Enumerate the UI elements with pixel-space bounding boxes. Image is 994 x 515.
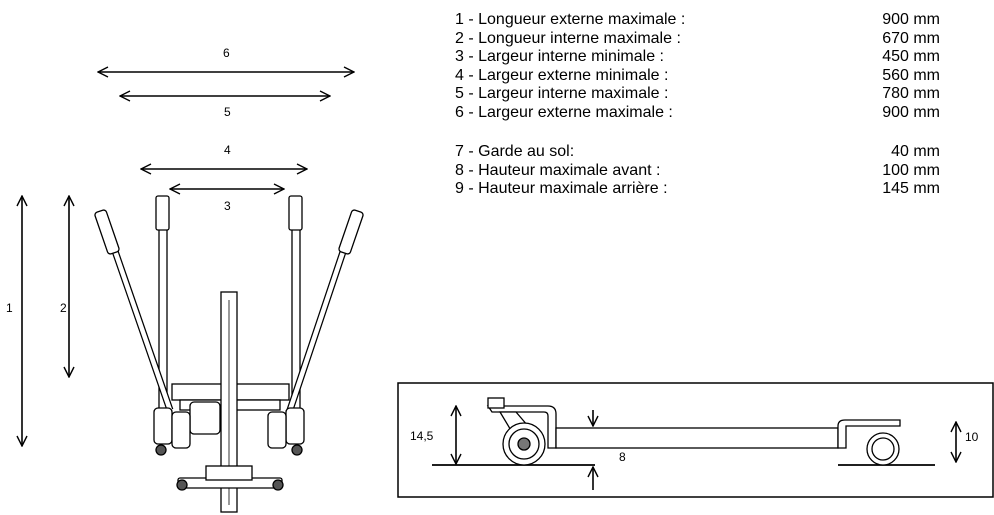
lift-top-view xyxy=(94,195,364,513)
castor-front-right-2 xyxy=(267,411,287,449)
spec-value: 900 mm xyxy=(882,103,940,121)
dim-1-label: 1 xyxy=(6,301,13,315)
inner-leg-right-tip xyxy=(288,195,303,231)
chassis-leg xyxy=(555,427,839,449)
clearance-label: 8 xyxy=(619,450,626,464)
front-height-label: 10 xyxy=(965,430,979,444)
dim-3-label: 3 xyxy=(224,199,231,213)
spec-row: 6 - Largeur externe maximale : 900 mm xyxy=(455,104,945,123)
spec-label: 7 - Garde au sol: xyxy=(455,143,575,160)
spec-label: 2 - Longueur interne maximale : xyxy=(455,29,681,47)
castor-front-right-1 xyxy=(285,407,305,445)
spec-value: 900 mm xyxy=(882,11,940,28)
rear-castor-stem xyxy=(487,397,505,409)
rear-base-plate xyxy=(205,465,253,481)
spec-row: 3 - Largeur interne minimale : 450 mm xyxy=(455,48,945,67)
spec-value: 100 mm xyxy=(882,161,940,179)
outer-leg-right-core xyxy=(287,224,355,411)
motor-box xyxy=(189,401,221,435)
dim-4-label: 4 xyxy=(224,143,231,157)
spec-row: 4 - Largeur externe minimale : 560 mm xyxy=(455,67,945,86)
rear-wheel-hub xyxy=(517,437,531,451)
spec-label: 1 - Longueur externe maximale : xyxy=(455,11,686,28)
castor-wheel-left xyxy=(155,444,167,456)
spec-value: 40 mm xyxy=(891,143,940,160)
rear-castor-left xyxy=(176,479,188,491)
inner-leg-left-tip xyxy=(155,195,170,231)
spec-group-dimensions: 1 - Longueur externe maximale : 900 mm 2 … xyxy=(455,11,945,122)
spec-value: 780 mm xyxy=(882,85,940,102)
spec-row: 9 - Hauteur maximale arrière : 145 mm xyxy=(455,180,945,199)
rear-height-label: 14,5 xyxy=(410,429,434,443)
spec-label: 5 - Largeur interne maximale : xyxy=(455,85,669,102)
spec-row: 5 - Largeur interne maximale : 780 mm xyxy=(455,85,945,104)
side-view-frame xyxy=(397,382,994,498)
spec-value: 560 mm xyxy=(882,66,940,84)
spec-label: 6 - Largeur externe maximale : xyxy=(455,103,673,121)
rear-castor-right xyxy=(272,479,284,491)
front-wheel-inner xyxy=(871,437,895,461)
rear-bracket xyxy=(486,405,557,449)
dim-2-label: 2 xyxy=(60,301,67,315)
castor-wheel-right xyxy=(291,444,303,456)
spec-row: 8 - Hauteur maximale avant : 100 mm xyxy=(455,162,945,181)
spec-value: 670 mm xyxy=(882,29,940,47)
spec-value: 450 mm xyxy=(882,48,940,65)
spec-label: 9 - Hauteur maximale arrière : xyxy=(455,180,668,197)
castor-front-left-2 xyxy=(171,411,191,449)
outer-leg-left-core xyxy=(103,224,173,411)
spec-row: 2 - Longueur interne maximale : 670 mm xyxy=(455,30,945,49)
front-bracket xyxy=(837,419,901,449)
spec-table: 1 - Longueur externe maximale : 900 mm 2 … xyxy=(455,11,945,199)
castor-front-left-1 xyxy=(153,407,173,445)
height-dimensions xyxy=(456,406,956,490)
width-dimensions xyxy=(22,72,354,446)
spec-group-spacer xyxy=(455,122,945,143)
spec-row: 1 - Longueur externe maximale : 900 mm xyxy=(455,11,945,30)
dim-5-label: 5 xyxy=(224,105,231,119)
outer-leg-right-tip xyxy=(338,209,364,255)
spec-row: 7 - Garde au sol: 40 mm xyxy=(455,143,945,162)
spec-label: 3 - Largeur interne minimale : xyxy=(455,48,664,65)
spec-group-heights: 7 - Garde au sol: 40 mm 8 - Hauteur maxim… xyxy=(455,143,945,199)
spec-value: 145 mm xyxy=(882,180,940,197)
dim-6-label: 6 xyxy=(223,46,230,60)
outer-leg-left-tip xyxy=(94,209,120,255)
spec-label: 4 - Largeur externe minimale : xyxy=(455,66,669,84)
spec-label: 8 - Hauteur maximale avant : xyxy=(455,161,661,179)
lift-side-view xyxy=(432,397,935,466)
